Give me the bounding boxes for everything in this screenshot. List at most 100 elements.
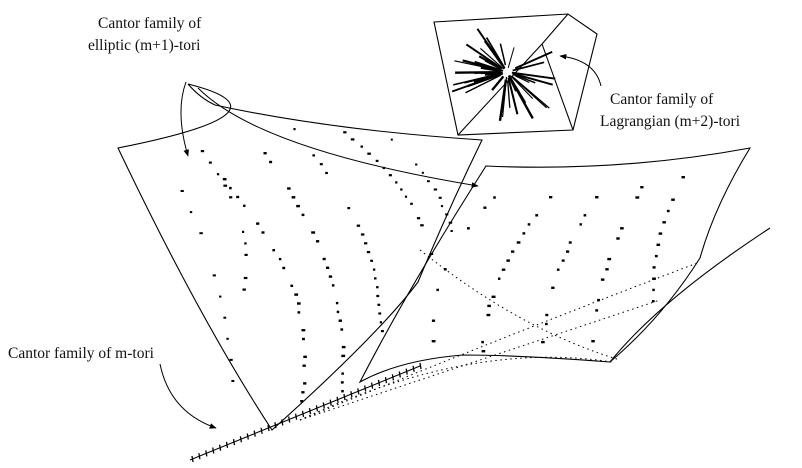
torus-dot <box>566 250 570 253</box>
m-tori-tick <box>384 376 388 384</box>
m-tori-tick <box>281 419 284 426</box>
torus-dot <box>380 330 384 333</box>
m-tori-tick <box>288 416 291 423</box>
torus-dot <box>311 231 316 234</box>
m-tori-tick <box>377 379 381 387</box>
torus-dot <box>322 257 326 261</box>
torus-dot <box>199 232 203 235</box>
torus-dot <box>328 275 333 278</box>
torus-dot <box>343 131 347 134</box>
torus-dot <box>511 250 515 253</box>
torus-dot <box>681 176 685 179</box>
torus-dot <box>341 372 344 375</box>
torus-dot <box>301 329 306 332</box>
m-tori-tick <box>246 433 249 440</box>
burst-ray <box>514 51 553 70</box>
burst-ray <box>480 66 501 73</box>
m-tori-tick <box>370 382 374 389</box>
torus-dot <box>486 313 491 317</box>
torus-dot <box>229 186 232 190</box>
torus-dot <box>222 178 227 181</box>
arrow-elliptic-right <box>197 87 479 188</box>
torus-dot <box>635 196 640 199</box>
torus-dot <box>303 355 307 358</box>
m-tori-tick <box>205 450 208 457</box>
burst-ray <box>465 74 501 94</box>
torus-dot <box>388 174 392 177</box>
m-tori-tick <box>322 402 325 409</box>
lagrangian-label-line2: Lagrangian (m+2)-tori <box>600 113 741 130</box>
burst-ray <box>512 61 545 72</box>
torus-dot <box>301 213 305 217</box>
torus-dot <box>242 230 245 233</box>
torus-dot <box>616 237 620 240</box>
torus-dot <box>450 230 453 232</box>
torus-dot <box>654 254 658 258</box>
torus-dot <box>658 232 663 235</box>
torus-dot <box>535 214 539 217</box>
m-tori-tick <box>357 388 360 395</box>
torus-dot <box>440 205 444 208</box>
torus-dot <box>549 196 553 199</box>
torus-dot <box>282 266 286 270</box>
torus-dot <box>293 128 296 131</box>
torus-dot <box>421 171 424 174</box>
torus-dot <box>236 195 240 199</box>
torus-dot <box>390 138 393 141</box>
torus-dot <box>410 202 413 205</box>
torus-dot <box>443 268 447 271</box>
m-tori-tick <box>412 365 415 372</box>
torus-dot <box>516 241 521 244</box>
m-tori-tick <box>405 368 408 375</box>
torus-dot <box>481 350 486 353</box>
torus-dot <box>370 259 373 262</box>
torus-dot <box>595 309 599 312</box>
torus-dot <box>556 268 560 271</box>
torus-dot <box>278 257 282 261</box>
m-tori-tick <box>212 447 215 454</box>
torus-dots <box>180 128 685 403</box>
torus-dot <box>338 319 342 322</box>
torus-dot <box>481 340 484 344</box>
torus-dot <box>640 186 644 189</box>
elliptic-label-line2: elliptic (m+1)-tori <box>88 37 201 54</box>
torus-dot <box>597 298 600 302</box>
burst-ray <box>491 75 505 91</box>
torus-dot <box>331 284 335 287</box>
m-tori-tick <box>343 393 346 401</box>
torus-dot <box>427 180 430 183</box>
m-tori-tick <box>294 413 298 420</box>
torus-dot <box>487 304 491 308</box>
torus-dot <box>404 195 408 198</box>
torus-dot <box>374 277 377 280</box>
torus-dot <box>216 173 220 176</box>
lagrangian-label-line1: Cantor family of <box>610 91 714 108</box>
torus-dot <box>501 268 506 271</box>
burst-ray <box>507 47 515 68</box>
torus-dot <box>244 242 247 245</box>
torus-dot <box>287 187 291 190</box>
mtori-label: Cantor family of m-tori <box>8 345 155 362</box>
torus-dot <box>438 196 442 199</box>
torus-dot <box>360 233 365 236</box>
torus-dot <box>364 242 368 245</box>
torus-dot <box>493 196 496 199</box>
torus-dot <box>350 138 355 141</box>
torus-dot <box>662 221 666 224</box>
torus-dot <box>219 295 222 298</box>
torus-dot <box>180 190 184 192</box>
torus-dot <box>229 196 233 199</box>
torus-dot <box>243 276 248 280</box>
torus-dot <box>312 154 315 157</box>
burst-ray <box>465 43 503 70</box>
torus-dot <box>242 288 246 291</box>
burst-ray <box>511 71 556 80</box>
burst-ray <box>451 72 504 93</box>
burst-ray <box>484 59 502 70</box>
torus-dot <box>231 380 235 382</box>
torus-dot <box>200 150 205 153</box>
torus-dot <box>445 213 449 216</box>
dotted-trajectory <box>299 356 613 421</box>
torus-dot <box>561 259 565 262</box>
